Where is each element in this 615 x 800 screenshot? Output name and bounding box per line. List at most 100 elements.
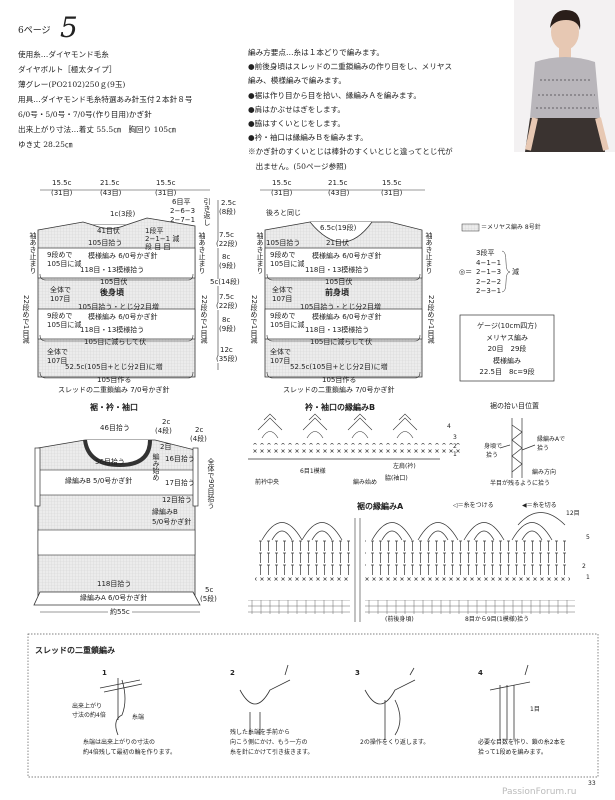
material-line: 用具…ダイヤモンド毛糸特選あみ針玉付２本針８号 — [18, 95, 193, 104]
step-number: 3 — [355, 669, 360, 677]
dim-label: (43目) — [328, 189, 350, 197]
pick-label: 105目拾う — [266, 239, 301, 247]
total-label: 107目 — [50, 295, 71, 303]
step-caption: 約4倍残して最初の輪を作ります。 — [83, 749, 177, 756]
dim-label: (31目) — [271, 189, 293, 197]
method-line: 編み方要点…糸は１本どりで編みます。 — [248, 48, 384, 57]
gauge-line: 模様編み — [493, 356, 521, 365]
step-caption: 糸を針にかけて引き抜きます。 — [230, 749, 314, 756]
pick-label: 105目拾う — [88, 239, 123, 247]
bind-label: 105目伏 — [325, 278, 353, 286]
dim-label: 15.5c — [156, 179, 176, 187]
step-caption: 向こう側にかけ、もう一方の — [230, 739, 308, 746]
dim-label: 15.5c — [382, 179, 402, 187]
gauge-line: メリヤス編み — [486, 333, 528, 342]
cast-on-label: 105目作る — [97, 376, 132, 384]
pick-label: 56目拾う — [95, 458, 125, 466]
pattern-number: 5 — [60, 11, 78, 44]
attach-yarn-legend: ◁＝糸をつける — [453, 502, 494, 509]
back-body-title: 後身頃 — [100, 288, 124, 297]
dec-label: 9段めで — [47, 251, 73, 259]
edging-b-label: 縁編みB 5/0号かぎ針 — [65, 477, 133, 485]
start-label: 編み始め — [353, 479, 378, 486]
pick-label: 105目拾う・とじ分2目増 — [78, 303, 159, 311]
pattern-label: 模様編み 6/0号かぎ針 — [88, 313, 158, 321]
method-line: ●肩はかぶせはぎをします。 — [248, 104, 345, 114]
dim-label: 21.5c — [100, 179, 120, 187]
pickup-label: 身頃で — [484, 443, 503, 450]
same-as-back-label: 後ろと同じ — [266, 209, 301, 217]
bind-label: 105目に減らして伏 — [310, 338, 373, 346]
cut-yarn-legend: ◀＝糸を切る — [522, 502, 557, 509]
armhole-stop-label: 袖あき止まり — [198, 232, 206, 274]
pick-label: 118目・13模様拾う — [80, 326, 145, 334]
cast-method-label: スレッドの二重鎖編み 7/0号かぎ針 — [283, 386, 395, 394]
pick-label: 105目拾う・とじ分2目増 — [300, 303, 381, 311]
howto-box-border — [27, 633, 599, 778]
direction-label: 編み方向 — [532, 469, 557, 476]
height-label: (9段) — [219, 325, 236, 333]
increase-label: 52.5c(105目+とじ分2目)に増 — [65, 363, 163, 371]
neck-depth-label: 1c(3段) — [110, 210, 136, 218]
two-stitch-label: 2目 — [160, 443, 172, 451]
page-reference: 6ページ — [18, 26, 51, 36]
dim-label: (43目) — [100, 189, 122, 197]
pick-label: 8目から9目(1模様)拾う — [465, 616, 530, 623]
decrease-label: 減 — [512, 268, 519, 276]
gauge-line: 22.5目 8c=9段 — [479, 368, 535, 376]
row-number: 1 — [453, 451, 457, 458]
row-number: 1 — [586, 574, 590, 581]
total-label: 全体で — [50, 286, 71, 294]
height-label: 2.5c — [221, 199, 236, 207]
neck-bind-label: 21目伏 — [326, 239, 349, 247]
dim-label: (31目) — [155, 189, 177, 197]
step-caption: 必要な目数を作り、鎖の糸2本を — [478, 739, 566, 746]
left-shoulder-label: 左肩(衿) — [393, 463, 416, 470]
materials-list: 使用糸…ダイヤモンド毛糸 ダイヤボルト［極太タイプ］ 薄グレー(PO2102)2… — [18, 47, 192, 152]
pattern-label: 模様編み 6/0号かぎ針 — [88, 252, 158, 260]
method-notes: 編み方要点…糸は１本どりで編みます。 ●前後身頃はスレッドの二重鎖編みの作り目を… — [248, 46, 453, 174]
material-line: ゆき丈 28.25㎝ — [18, 140, 73, 149]
height-label: (9段) — [219, 262, 236, 270]
edging-b-label: 縁編みB — [152, 508, 178, 516]
shoulder-label: 6目平 — [172, 198, 191, 206]
stitch-count-label: 12目 — [566, 510, 580, 517]
neck-dec-label: 2−1−1 減 — [145, 235, 180, 243]
dim-label: (31目) — [51, 189, 73, 197]
dec-label: 105目に減 — [270, 321, 305, 329]
step-label: 糸端 — [132, 714, 145, 721]
short-row-label: 引き返し — [203, 198, 211, 226]
height-label: (22段) — [216, 302, 238, 310]
material-line: 使用糸…ダイヤモンド毛糸 — [18, 50, 109, 59]
gauge-box: ゲージ(10cm四方) メリヤス編み 20目 29段 模様編み 22.5目 8c… — [460, 321, 554, 379]
height-label: (8段) — [219, 208, 236, 216]
method-line: ※かぎ針のすくいとじは棒針のすくいとじと違ってとじ代が — [248, 147, 453, 157]
pick-label: 118目・13模様拾う — [305, 326, 370, 334]
row-number: 5 — [586, 534, 590, 541]
pick-label: 17目拾う — [165, 479, 195, 487]
height-label: 7.5c — [219, 293, 234, 301]
neck-depth-label: 6.5c(19段) — [320, 224, 357, 232]
step-label: 寸法の約4倍 — [72, 712, 106, 719]
dim-label: 21.5c — [328, 179, 348, 187]
height-label: 8c — [222, 253, 231, 261]
front-center-label: 前衿中央 — [255, 479, 280, 486]
pickup-label: 拾う — [537, 445, 550, 452]
decrease-symbol: ◎＝ — [459, 268, 473, 276]
side-dec-label: 22段めで1目減 — [200, 295, 208, 344]
height-label: (5段) — [200, 595, 217, 603]
height-label: 8c — [222, 316, 231, 324]
step-label: 出来上がり — [72, 703, 103, 710]
total-label: 107目 — [272, 295, 293, 303]
pattern-label: 模様編み 6/0号かぎ針 — [312, 313, 382, 321]
dec-label: 105目に減 — [270, 260, 305, 268]
row-number: 3 — [453, 434, 457, 441]
body-label: (前後身頃) — [385, 616, 414, 623]
height-label: (35段) — [216, 355, 238, 363]
total-label: 全体で — [272, 286, 293, 294]
step-number: 1 — [102, 669, 107, 677]
step-number: 4 — [478, 669, 483, 677]
pickup-title: 裾の拾い目位置 — [490, 402, 539, 410]
shoulder-label: 2−7−1 — [170, 216, 196, 224]
